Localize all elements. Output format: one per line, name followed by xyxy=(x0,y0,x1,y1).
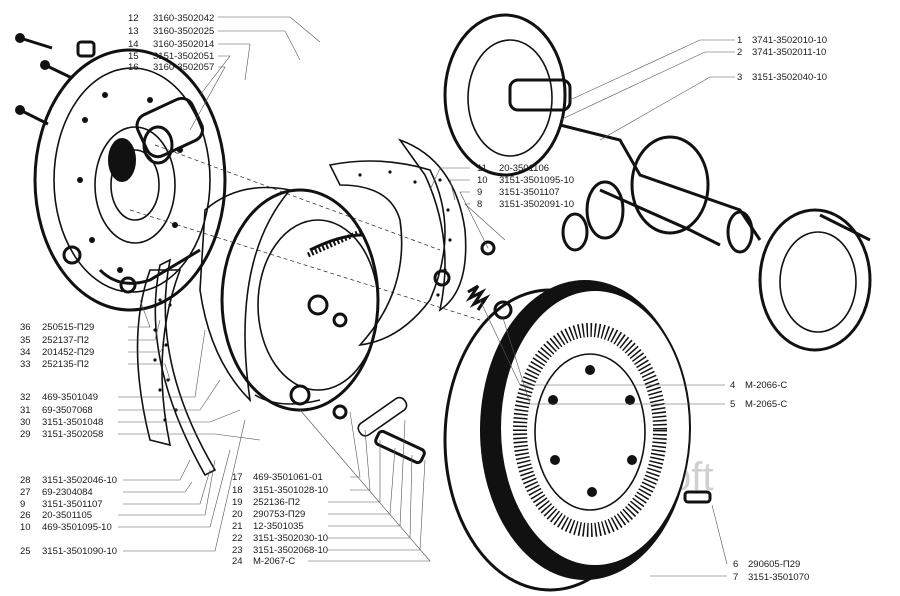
spring-washer-drawing xyxy=(332,240,513,465)
axis-line xyxy=(129,209,481,321)
lining-left-drawing xyxy=(136,258,217,477)
hub-axle-drawing xyxy=(443,13,872,352)
brake-shoe-drawing xyxy=(199,186,380,412)
backing-plate-drawing xyxy=(33,48,227,312)
shoe-arcs-drawing xyxy=(328,138,467,347)
axis-line xyxy=(154,144,441,251)
leader-lines xyxy=(118,16,735,577)
brake-drum-drawing xyxy=(443,280,712,592)
bolts-drawing xyxy=(15,33,96,126)
